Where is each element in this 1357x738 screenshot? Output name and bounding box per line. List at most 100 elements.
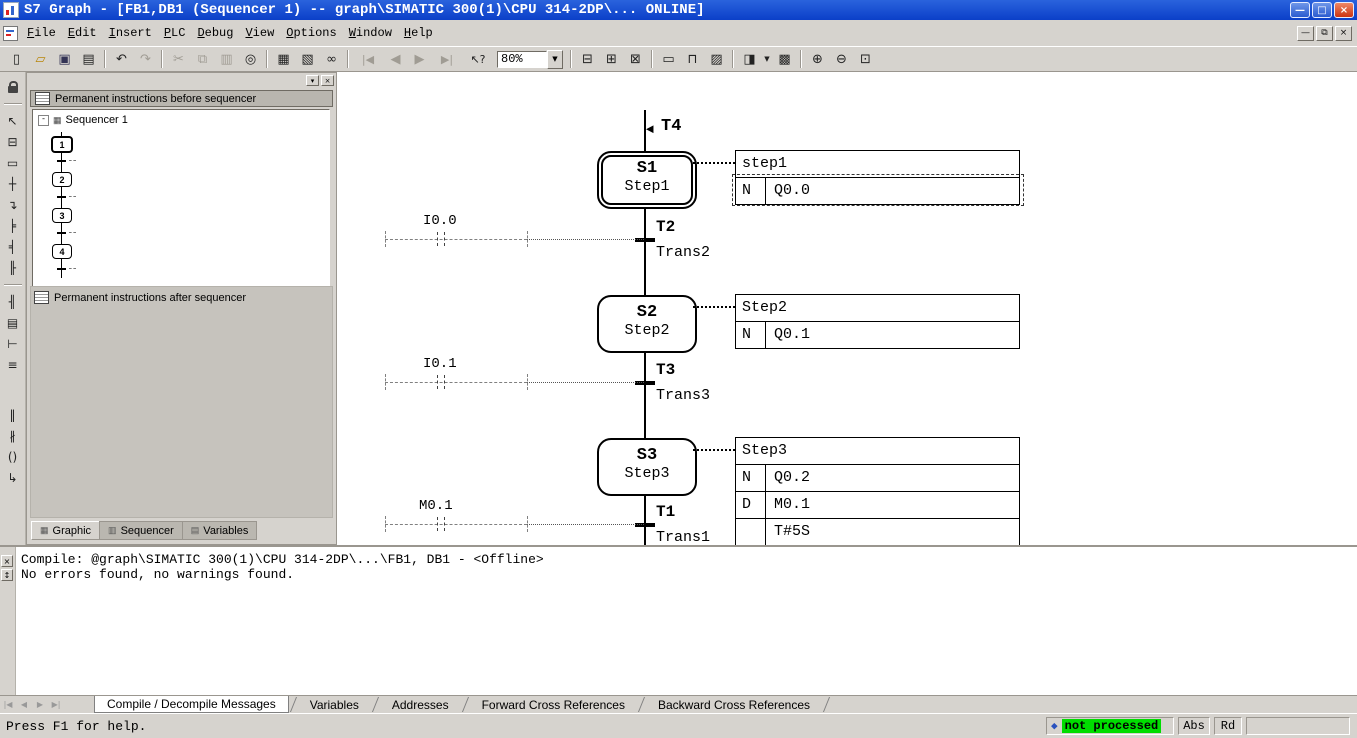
menu-plc[interactable]: PLC xyxy=(158,22,192,44)
zoom-out-button[interactable]: ⊖ xyxy=(830,49,853,69)
menu-file[interactable]: File xyxy=(21,22,62,44)
zoom-fit-button[interactable]: ⊡ xyxy=(854,49,877,69)
tab-addresses[interactable]: Addresses xyxy=(380,696,461,713)
tab-compile-messages[interactable]: Compile / Decompile Messages xyxy=(94,696,289,713)
new-button[interactable]: ▯ xyxy=(5,49,28,69)
tab-backward-cross-references[interactable]: Backward Cross References xyxy=(646,696,822,713)
tab-sequencer[interactable]: ▥ Sequencer xyxy=(99,521,183,540)
action-row[interactable]: D M0.1 xyxy=(736,491,1019,518)
insert-action-box-button[interactable]: ▤ xyxy=(2,314,23,332)
mdi-restore-button[interactable]: ⧉ xyxy=(1316,26,1333,41)
transition-name[interactable]: Trans3 xyxy=(656,387,710,404)
transition-id[interactable]: T3 xyxy=(656,361,675,379)
sequencer-overview-button[interactable]: ⊟ xyxy=(576,49,599,69)
tab-scroll-previous-button[interactable]: ◀ xyxy=(16,696,32,713)
close-branch-button[interactable]: ↳ xyxy=(2,469,23,487)
insert-coil-button[interactable]: () xyxy=(2,448,23,466)
context-help-button[interactable]: ↖? xyxy=(463,49,493,69)
permanent-before-row[interactable]: Permanent instructions before sequencer xyxy=(30,90,333,107)
open-button[interactable]: ▱ xyxy=(29,49,52,69)
tab-forward-cross-references[interactable]: Forward Cross References xyxy=(470,696,637,713)
tab-scroll-last-button[interactable]: ▶| xyxy=(48,696,64,713)
tab-scroll-first-button[interactable]: |◀ xyxy=(0,696,16,713)
contact-icon[interactable] xyxy=(437,517,438,531)
overview-float-button[interactable]: ▾ xyxy=(306,75,319,86)
action-row[interactable]: N Q0.1 xyxy=(736,321,1019,348)
menu-debug[interactable]: Debug xyxy=(191,22,239,44)
close-simultaneous-branch-button[interactable]: ╢ xyxy=(2,293,23,311)
insert-comparator-button[interactable]: ≡ xyxy=(2,356,23,374)
open-alternative-branch-button[interactable]: ╞ xyxy=(2,217,23,235)
insert-transition-button[interactable]: ┼ xyxy=(2,175,23,193)
zoom-input[interactable] xyxy=(497,51,547,68)
contact-icon[interactable] xyxy=(444,375,445,389)
tab-scroll-next-button[interactable]: ▶ xyxy=(32,696,48,713)
transition-id[interactable]: T2 xyxy=(656,218,675,236)
find-button[interactable]: ◎ xyxy=(239,49,262,69)
redo-button[interactable]: ↷ xyxy=(134,49,157,69)
show-conditions-button[interactable]: ∞ xyxy=(320,49,343,69)
insert-step-and-transition-button[interactable]: ⊟ xyxy=(2,133,23,151)
minimize-button[interactable]: — xyxy=(1290,2,1310,18)
tile-windows-button[interactable]: ▦ xyxy=(272,49,295,69)
tab-graphic[interactable]: ▦ Graphic xyxy=(31,521,100,540)
action-row[interactable]: N Q0.0 xyxy=(736,177,1019,204)
zoom-dropdown-button[interactable]: ▼ xyxy=(547,50,563,69)
normally-open-contact-button[interactable]: ‖ xyxy=(2,406,23,424)
close-messages-button[interactable]: × xyxy=(1,555,13,567)
tab-variables[interactable]: ▤ Variables xyxy=(182,521,258,540)
zoom-in-button[interactable]: ⊕ xyxy=(806,49,829,69)
menu-view[interactable]: View xyxy=(239,22,280,44)
close-alternative-branch-button[interactable]: ╡ xyxy=(2,238,23,256)
display-with-symbols-button[interactable]: ▩ xyxy=(773,49,796,69)
sequencer-tree[interactable]: - ▦ Sequencer 1 1 2 3 4 xyxy=(32,109,330,288)
tree-item-sequencer[interactable]: - ▦ Sequencer 1 xyxy=(38,114,128,126)
condition-operand[interactable]: M0.1 xyxy=(419,498,453,514)
menu-insert[interactable]: Insert xyxy=(103,22,158,44)
copy-button[interactable]: ⧉ xyxy=(191,49,214,69)
action-box-s2[interactable]: Step2 N Q0.1 xyxy=(735,294,1020,349)
step-s1[interactable]: S1 Step1 xyxy=(597,151,697,209)
permanent-instructions-view-button[interactable]: ⊠ xyxy=(624,49,647,69)
last-error-button[interactable]: ▶| xyxy=(432,49,462,69)
transition-name[interactable]: Trans2 xyxy=(656,244,710,261)
action-title[interactable]: Step2 xyxy=(736,295,1019,321)
mini-step-1[interactable]: 1 xyxy=(51,136,73,153)
paste-button[interactable]: ▥ xyxy=(215,49,238,69)
action-row[interactable]: N Q0.2 xyxy=(736,464,1019,491)
action-title[interactable]: step1 xyxy=(736,151,1019,177)
permanent-after-row[interactable]: Permanent instructions after sequencer xyxy=(30,289,333,306)
maximize-button[interactable]: □ xyxy=(1312,2,1332,18)
jump-target-label[interactable]: T4 xyxy=(661,117,681,136)
next-error-button[interactable]: ▶ xyxy=(408,49,431,69)
overview-close-button[interactable]: × xyxy=(321,75,334,86)
save-button[interactable]: ▣ xyxy=(53,49,76,69)
mdi-close-button[interactable]: × xyxy=(1335,26,1352,41)
single-step-view-button[interactable]: ⊞ xyxy=(600,49,623,69)
step-s3[interactable]: S3 Step3 xyxy=(597,438,697,496)
contact-icon[interactable] xyxy=(437,375,438,389)
insert-jump-button[interactable]: ↴ xyxy=(2,196,23,214)
first-error-button[interactable]: |◀ xyxy=(353,49,383,69)
contact-icon[interactable] xyxy=(437,232,438,246)
display-options-button[interactable]: ◨ xyxy=(738,49,761,69)
display-options-dropdown[interactable]: ▼ xyxy=(762,49,772,69)
insert-network-button[interactable]: ⊓ xyxy=(681,49,704,69)
menu-help[interactable]: Help xyxy=(398,22,439,44)
resize-messages-button[interactable]: ↕ xyxy=(1,569,13,581)
tree-expander-icon[interactable]: - xyxy=(38,115,49,126)
transition-id[interactable]: T1 xyxy=(656,503,675,521)
undo-button[interactable]: ↶ xyxy=(110,49,133,69)
mini-step-2[interactable]: 2 xyxy=(52,172,72,187)
previous-error-button[interactable]: ◀ xyxy=(384,49,407,69)
contact-icon[interactable] xyxy=(444,232,445,246)
menu-edit[interactable]: Edit xyxy=(62,22,103,44)
transition-name[interactable]: Trans1 xyxy=(656,529,710,545)
insert-empty-box-button[interactable]: ▭ xyxy=(657,49,680,69)
action-box-s1[interactable]: step1 N Q0.0 xyxy=(735,150,1020,205)
condition-operand[interactable]: I0.1 xyxy=(423,356,457,372)
insert-step-button[interactable]: ▭ xyxy=(2,154,23,172)
open-simultaneous-branch-button[interactable]: ╟ xyxy=(2,259,23,277)
menu-options[interactable]: Options xyxy=(280,22,342,44)
mini-step-3[interactable]: 3 xyxy=(52,208,72,223)
